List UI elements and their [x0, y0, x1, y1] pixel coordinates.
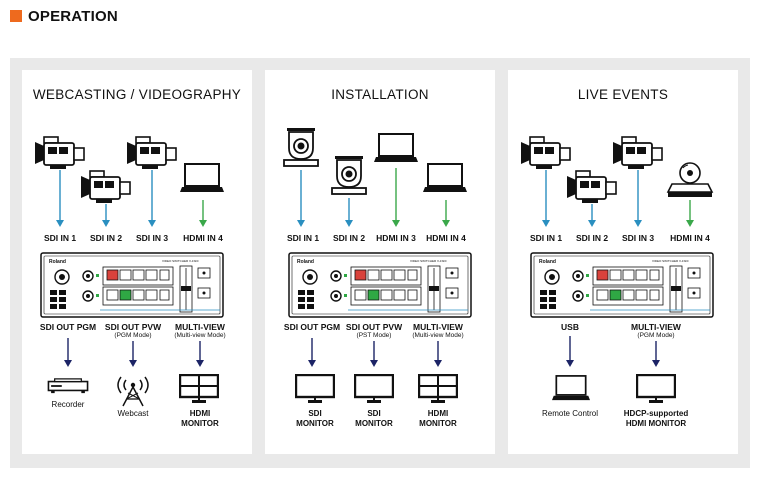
- device-label: SDI MONITOR: [296, 409, 334, 428]
- device-label: Recorder: [51, 400, 85, 409]
- output-mode: (PGM Mode): [637, 332, 675, 339]
- input-label: HDMI IN 3: [376, 233, 416, 243]
- output-label: SDI OUT PVW: [104, 322, 162, 332]
- output-label: MULTI-VIEW: [631, 322, 681, 332]
- output-mode: (Multi-view Mode): [174, 332, 226, 339]
- device-label: HDCP-supported HDMI MONITOR: [623, 409, 689, 428]
- multiview-monitor-icon: [418, 374, 458, 404]
- input-label: SDI IN 3: [621, 233, 655, 243]
- section-header: OPERATION: [10, 7, 118, 25]
- input-label: SDI IN 2: [332, 233, 366, 243]
- input-label: SDI IN 1: [529, 233, 563, 243]
- output-label: USB: [561, 322, 579, 332]
- input-label: SDI IN 1: [43, 233, 77, 243]
- section-title: OPERATION: [28, 7, 118, 25]
- recorder-icon: [47, 378, 89, 394]
- device-label: SDI MONITOR: [355, 409, 393, 428]
- laptop-icon: [552, 374, 590, 402]
- panel-webcasting: WEBCASTING / VIDEOGRAPHY SDI IN 1 SDI IN…: [22, 70, 252, 454]
- monitor-icon: [636, 374, 676, 404]
- panel-title: WEBCASTING / VIDEOGRAPHY: [32, 87, 242, 102]
- input-label: SDI IN 2: [575, 233, 609, 243]
- output-label: SDI OUT PVW: [345, 322, 403, 332]
- output-mode: (PST Mode): [356, 332, 392, 339]
- output-arrows: [64, 338, 204, 367]
- device-label: HDMI MONITOR: [419, 409, 457, 428]
- input-label: HDMI IN 4: [183, 233, 223, 243]
- output-arrows: [308, 338, 442, 367]
- input-label: SDI IN 3: [135, 233, 169, 243]
- panel-installation: INSTALLATION SDI IN 1 SDI IN 2 HDMI IN 3…: [265, 70, 495, 454]
- output-mode: (Multi-view Mode): [412, 332, 464, 339]
- input-label: HDMI IN 4: [426, 233, 466, 243]
- monitor-icon: [354, 374, 394, 404]
- orange-square-icon: [10, 10, 22, 22]
- device-label: Remote Control: [541, 409, 599, 418]
- multiview-monitor-icon: [179, 374, 219, 404]
- input-label: SDI IN 1: [286, 233, 320, 243]
- input-label: SDI IN 2: [89, 233, 123, 243]
- panel-live-events: LIVE EVENTS SDI IN 1 SDI IN 2 SDI IN 3 H…: [508, 70, 738, 454]
- panel-title: INSTALLATION: [331, 87, 429, 102]
- input-label: HDMI IN 4: [670, 233, 710, 243]
- output-label: MULTI-VIEW: [175, 322, 225, 332]
- output-label: MULTI-VIEW: [413, 322, 463, 332]
- webcast-antenna-icon: [113, 373, 153, 407]
- input-arrows: [56, 170, 207, 227]
- monitor-icon: [295, 374, 335, 404]
- device-label: Webcast: [117, 409, 149, 418]
- output-label: SDI OUT PGM: [39, 322, 97, 332]
- input-arrows: [542, 170, 694, 227]
- output-mode: (PGM Mode): [114, 332, 152, 339]
- panel-title: LIVE EVENTS: [577, 87, 669, 102]
- output-label: SDI OUT PGM: [283, 322, 341, 332]
- output-arrows: [566, 336, 660, 367]
- input-arrows: [297, 168, 450, 227]
- device-label: HDMI MONITOR: [181, 409, 219, 428]
